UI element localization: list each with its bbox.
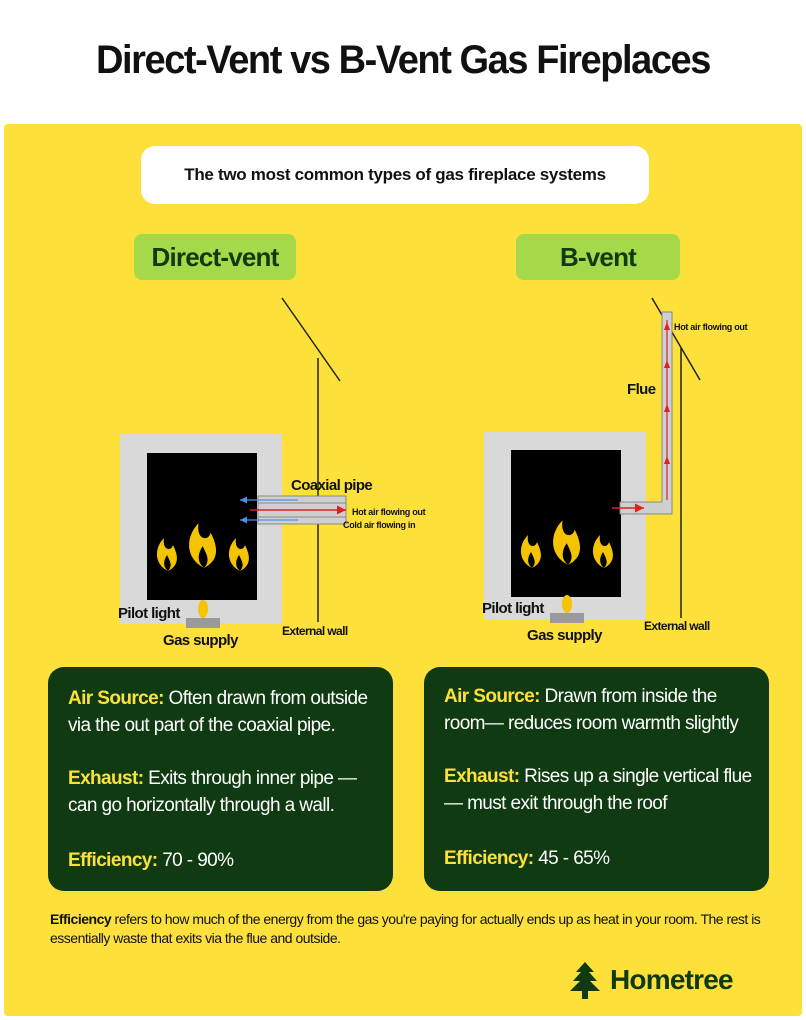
exhaust-row: Exhaust: Rises up a single vertical flue… [444,763,755,817]
hot-air-label: Hot air flowing out [352,507,426,517]
firebox [511,450,621,597]
efficiency-text: 70 - 90% [162,850,234,871]
hometree-logo: Hometree [568,958,734,1002]
pilot-flame-icon [198,600,208,618]
efficiency-key: Efficiency: [68,850,158,871]
exhaust-text: Rises up a single vertical flue — must e… [444,766,752,814]
page-title: Direct-Vent vs B-Vent Gas Fireplaces [96,38,711,82]
direct-vent-diagram [120,297,347,628]
footnote-text: refers to how much of the energy from th… [50,911,761,946]
cold-air-label: Cold air flowing in [343,520,416,530]
air-source-key: Air Source: [68,688,164,709]
air-source-row: Air Source: Often drawn from outside via… [68,685,379,739]
direct-vent-info-card: Air Source: Often drawn from outside via… [48,667,393,891]
gas-supply-label: Gas supply [163,632,238,649]
flames-icon [553,520,581,565]
gas-burner [186,618,220,628]
exhaust-key: Exhaust: [444,766,520,787]
efficiency-row: Efficiency: 45 - 65% [444,845,755,872]
efficiency-text: 45 - 65% [538,848,610,869]
pilot-flame-icon [562,595,572,613]
footnote-lead: Efficiency [50,911,112,927]
pilot-light-label: Pilot light [482,600,544,617]
brand-name: Hometree [610,964,734,995]
gas-burner [550,613,584,623]
air-source-key: Air Source: [444,686,540,707]
b-vent-tag: B-vent [516,234,680,280]
b-vent-diagram [484,297,701,623]
exhaust-key: Exhaust: [68,768,144,789]
hot-air-label: Hot air flowing out [674,322,748,332]
exhaust-row: Exhaust: Exits through inner pipe — can … [68,765,379,819]
coaxial-pipe-label: Coaxial pipe [291,477,373,494]
external-wall-label: External wall [282,624,348,638]
flue-label: Flue [627,381,656,398]
firebox [147,453,257,600]
tree-icon [570,962,600,999]
flames-icon [156,538,177,571]
external-wall-label: External wall [644,619,710,633]
b-vent-info-card: Air Source: Drawn from inside the room— … [424,667,769,891]
air-source-text: Often drawn from outside via the out par… [68,688,368,736]
air-source-row: Air Source: Drawn from inside the room— … [444,683,755,737]
efficiency-footnote: Efficiency refers to how much of the ene… [50,910,790,948]
roof-line [281,297,341,382]
direct-vent-tag: Direct-vent [134,234,296,280]
roof-line [651,297,701,381]
efficiency-row: Efficiency: 70 - 90% [68,847,379,874]
air-source-text: Drawn from inside the room— reduces room… [444,686,739,734]
efficiency-key: Efficiency: [444,848,534,869]
pilot-light-label: Pilot light [118,605,180,622]
gas-supply-label: Gas supply [527,627,602,644]
exhaust-text: Exits through inner pipe — can go horizo… [68,768,357,816]
subtitle-box: The two most common types of gas firepla… [141,146,649,204]
